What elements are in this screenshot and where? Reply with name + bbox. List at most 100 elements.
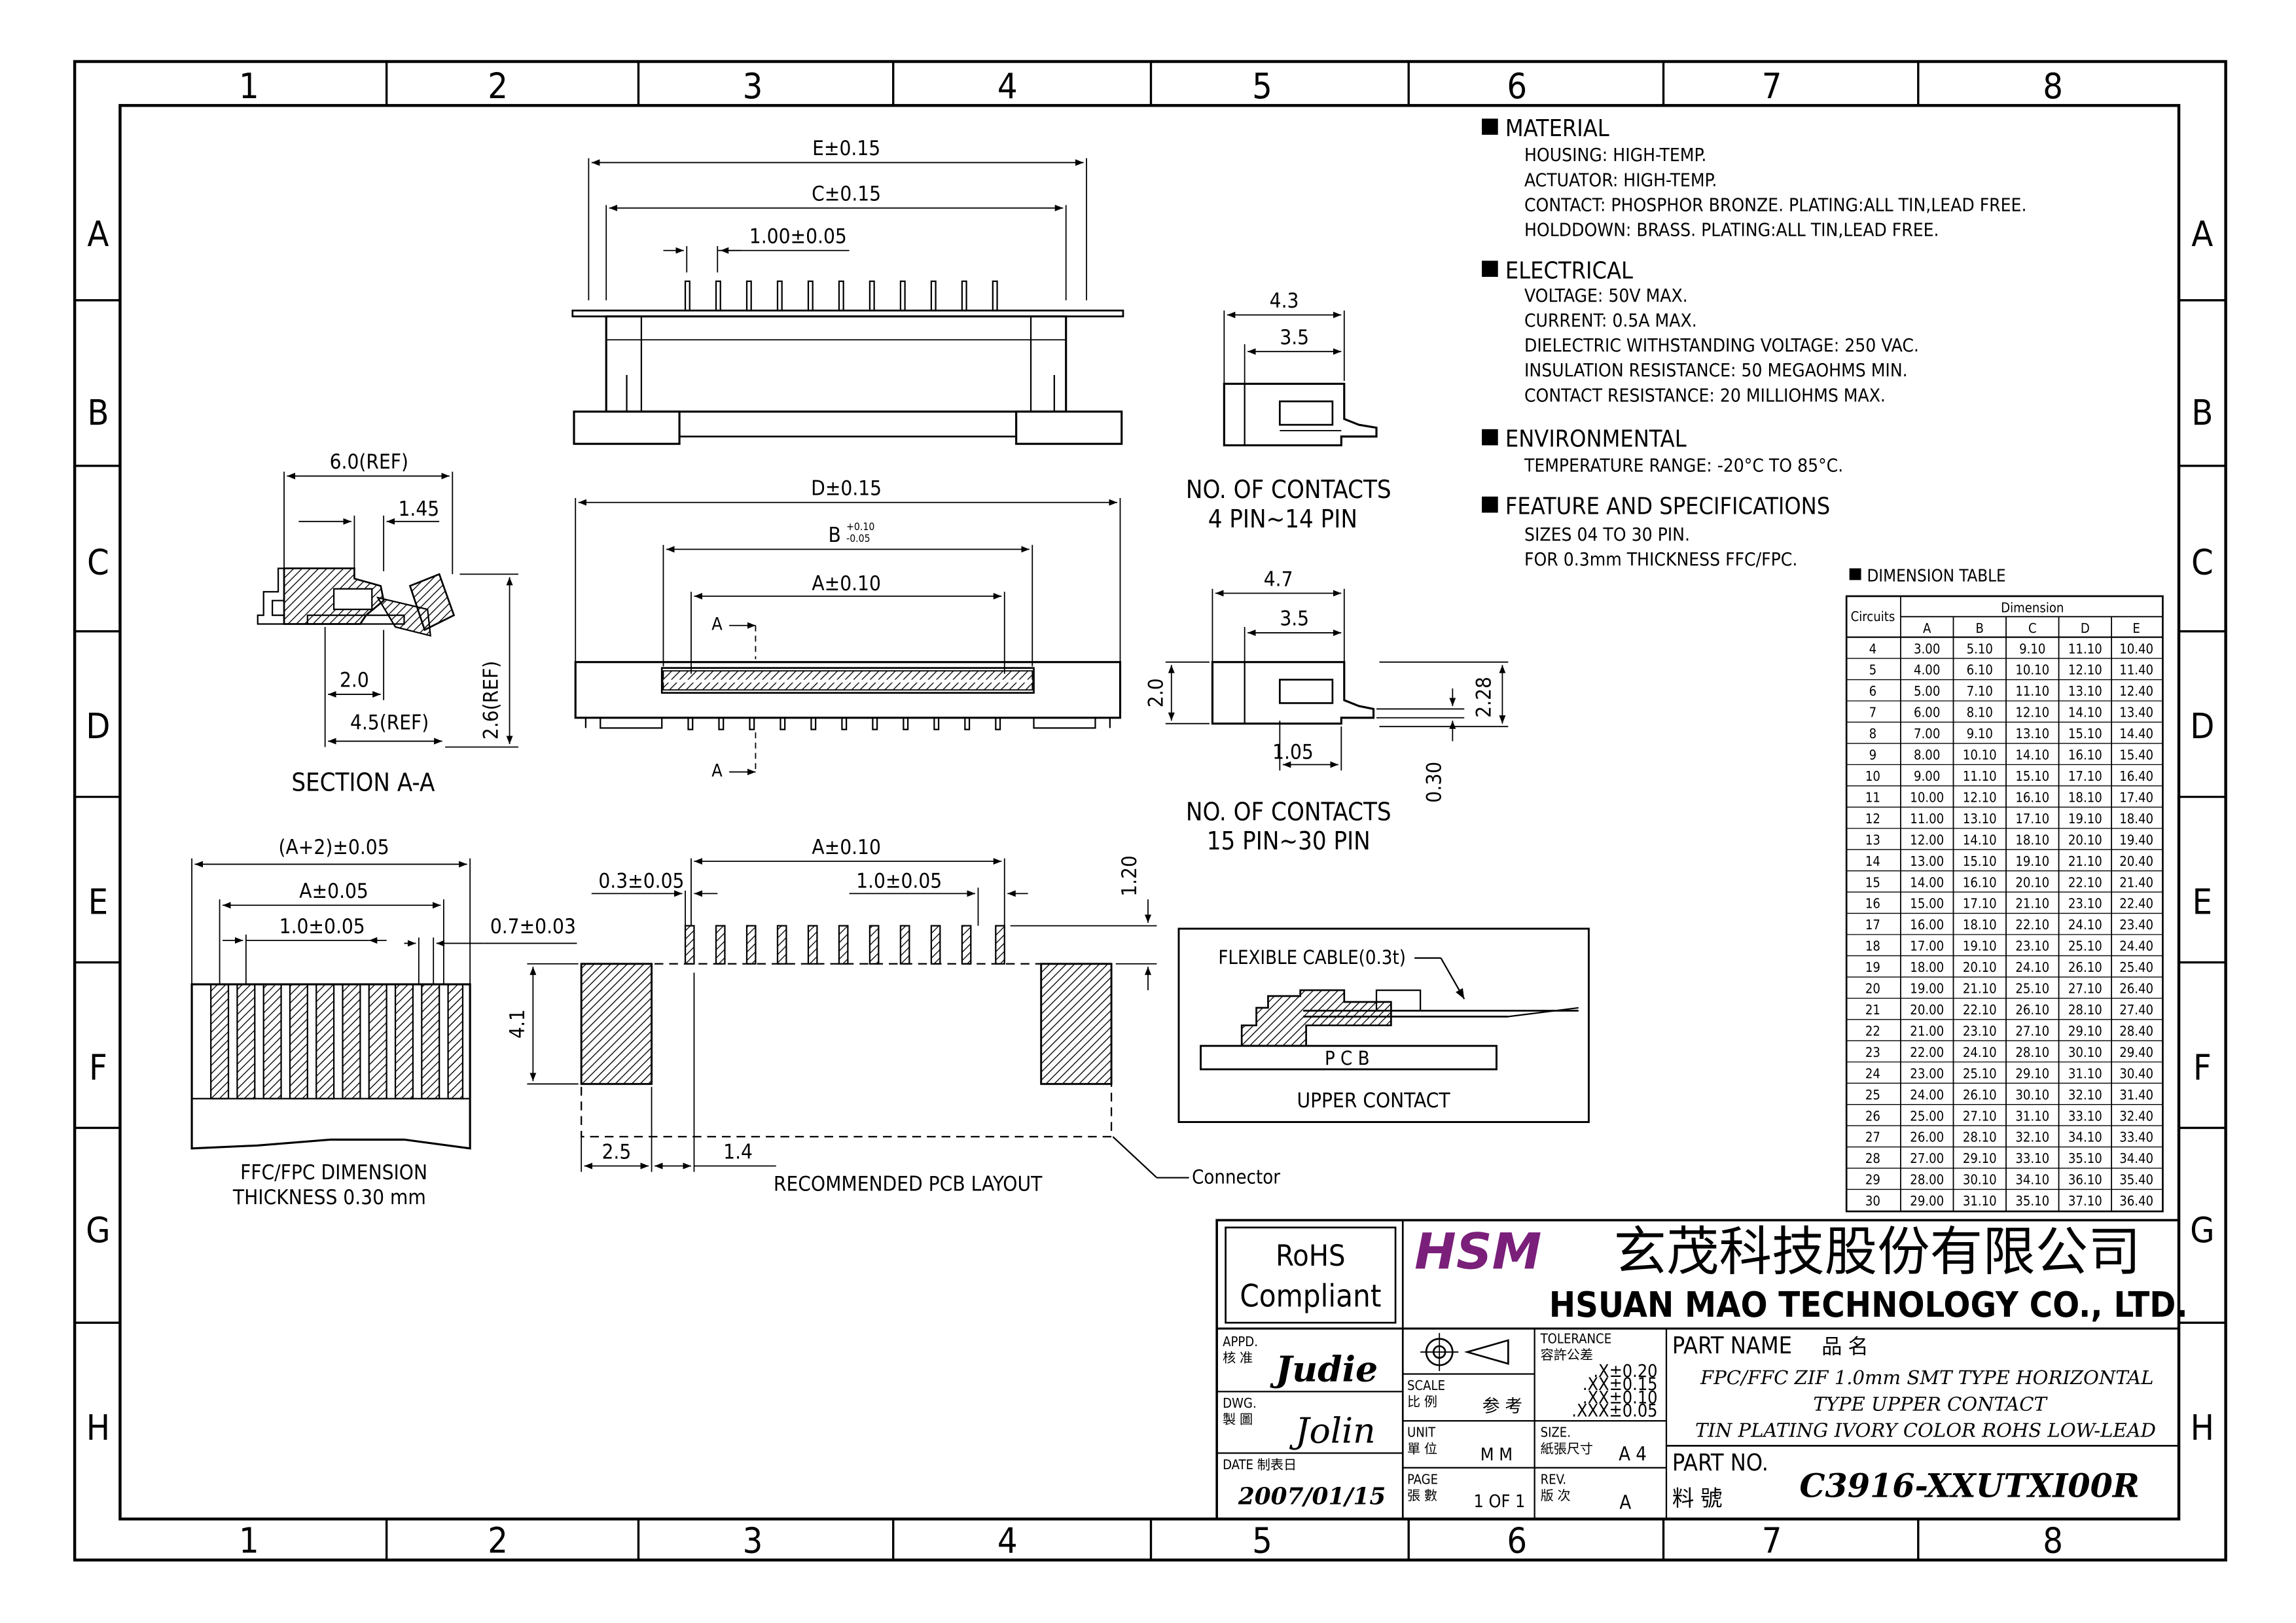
dim-1-45: 1.45 xyxy=(399,497,440,521)
dim-a-plus-2: (A+2)±0.05 xyxy=(279,836,389,859)
dimension-column-header: E xyxy=(2132,620,2140,636)
tolerance-line: .XX±0.10 xyxy=(1583,1387,1658,1408)
dim-b-plus: +0.10 xyxy=(846,520,874,533)
row-label-right: F xyxy=(2193,1047,2212,1088)
table-cell-dimension: 16.10 xyxy=(2015,789,2049,805)
table-cell-dimension: 5.00 xyxy=(1914,683,1940,699)
table-cell-circuits: 28 xyxy=(1865,1150,1880,1166)
table-cell-dimension: 18.10 xyxy=(2068,789,2102,805)
rohs-line-2: Compliant xyxy=(1240,1279,1381,1315)
table-cell-dimension: 17.10 xyxy=(2015,811,2049,827)
col-label-bottom: 1 xyxy=(239,1520,259,1561)
dwg-signature: Jolin xyxy=(1289,1410,1376,1452)
dim-0-3: 0.3±0.05 xyxy=(598,869,684,893)
table-cell-dimension: 13.10 xyxy=(1963,811,1997,827)
col-label-bottom: 3 xyxy=(743,1520,763,1561)
col-label-top: 4 xyxy=(997,65,1018,107)
dimension-table: DIMENSION TABLE Circuits Dimension A B C… xyxy=(1845,567,2164,1213)
scale-value: 参 考 xyxy=(1482,1397,1522,1417)
table-cell-dimension: 18.00 xyxy=(1910,959,1944,975)
table-cell-dimension: 25.10 xyxy=(2068,938,2102,954)
table-cell-dimension: 28.00 xyxy=(1910,1172,1944,1188)
table-cell-circuits: 4 xyxy=(1869,641,1877,656)
side-large-caption-2: 15 PIN~30 PIN xyxy=(1207,827,1371,855)
table-cell-dimension: 18.40 xyxy=(2119,811,2153,827)
table-cell-circuits: 7 xyxy=(1869,705,1877,721)
connector-label: Connector xyxy=(1192,1166,1280,1188)
table-cell-dimension: 12.10 xyxy=(1963,789,1997,805)
circuits-header: Circuits xyxy=(1851,609,1895,624)
table-cell-dimension: 29.40 xyxy=(2119,1044,2153,1060)
spec-features-line: SIZES 04 TO 30 PIN. xyxy=(1524,524,1690,545)
table-cell-dimension: 21.10 xyxy=(2068,853,2102,869)
table-cell-circuits: 29 xyxy=(1865,1172,1880,1188)
dim-a-front: A±0.10 xyxy=(812,572,881,596)
dim-pitch-top: 1.00±0.05 xyxy=(749,225,847,249)
table-cell-dimension: 17.10 xyxy=(2068,768,2102,784)
table-cell-dimension: 36.10 xyxy=(2068,1172,2102,1188)
table-cell-dimension: 30.10 xyxy=(2068,1044,2102,1060)
row-label-right: A xyxy=(2191,213,2213,255)
dim-2-6-ref: 2.6(REF) xyxy=(480,661,503,740)
table-cell-dimension: 23.10 xyxy=(2015,938,2049,954)
table-cell-dimension: 4.00 xyxy=(1914,662,1940,678)
table-cell-dimension: 24.10 xyxy=(2068,917,2102,933)
pcb-layout-caption: RECOMMENDED PCB LAYOUT xyxy=(774,1173,1043,1196)
table-cell-dimension: 20.10 xyxy=(2015,874,2049,890)
table-cell-dimension: 27.10 xyxy=(1963,1108,1997,1124)
table-cell-dimension: 31.10 xyxy=(2068,1065,2102,1081)
table-cell-dimension: 13.00 xyxy=(1910,853,1944,869)
col-label-top: 1 xyxy=(239,65,259,107)
title-block: RoHS Compliant HSM 玄茂科技股份有限公司 HSUAN MAO … xyxy=(1215,1219,2188,1520)
table-cell-dimension: 18.10 xyxy=(2015,832,2049,847)
unit-label: UNIT xyxy=(1407,1425,1436,1440)
dim-a-pcb: A±0.10 xyxy=(812,836,881,859)
col-label-top: 8 xyxy=(2043,65,2063,107)
table-cell-dimension: 16.00 xyxy=(1910,917,1944,933)
spec-electrical-title: ELECTRICAL xyxy=(1505,257,1633,284)
table-cell-dimension: 16.10 xyxy=(2068,747,2102,763)
table-cell-dimension: 9.00 xyxy=(1914,768,1940,784)
dimension-table-title: DIMENSION TABLE xyxy=(1867,567,2005,586)
row-label-left: A xyxy=(87,213,109,255)
unit-value: M M xyxy=(1480,1445,1513,1465)
dim-6-0-ref: 6.0(REF) xyxy=(330,450,408,474)
table-cell-dimension: 33.40 xyxy=(2119,1130,2153,1145)
table-cell-dimension: 22.00 xyxy=(1910,1044,1944,1060)
table-cell-dimension: 18.10 xyxy=(1963,917,1997,933)
table-cell-dimension: 31.40 xyxy=(2119,1087,2153,1103)
row-label-left: B xyxy=(87,392,109,433)
table-cell-circuits: 23 xyxy=(1865,1044,1880,1060)
spec-features-line: FOR 0.3mm THICKNESS FFC/FPC. xyxy=(1524,548,1797,570)
dimension-column-header: A xyxy=(1923,620,1931,636)
tolerance-label: TOLERANCE xyxy=(1540,1330,1612,1346)
table-cell-dimension: 12.00 xyxy=(1910,832,1944,847)
table-cell-dimension: 23.00 xyxy=(1910,1065,1944,1081)
table-cell-circuits: 15 xyxy=(1865,874,1880,890)
sheet-frame xyxy=(73,60,2227,1561)
table-cell-dimension: 6.00 xyxy=(1914,705,1940,721)
row-label-left: F xyxy=(89,1047,107,1088)
table-cell-dimension: 19.00 xyxy=(1910,981,1944,997)
side-view-small: 4.3 3.5 NO. OF CONTACTS 4 PIN~14 PIN xyxy=(1186,289,1391,533)
part-name-label: PART NAME xyxy=(1672,1332,1792,1359)
pcb-layout-view: A±0.10 0.3±0.05 1.0±0.05 1.20 4.1 2 xyxy=(506,836,1280,1196)
table-cell-circuits: 18 xyxy=(1865,938,1880,954)
dim-b-minus: -0.05 xyxy=(846,532,870,544)
table-cell-dimension: 11.10 xyxy=(1963,768,1997,784)
table-cell-dimension: 14.00 xyxy=(1910,874,1944,890)
table-cell-dimension: 35.10 xyxy=(2068,1150,2102,1166)
part-number: C3916-XXUTXI00R xyxy=(1799,1467,2139,1505)
col-label-top: 6 xyxy=(1507,65,1527,107)
table-cell-dimension: 10.00 xyxy=(1910,789,1944,805)
section-view: 6.0(REF) 1.45 2.6(REF) 2.0 4.5(REF) SECT… xyxy=(257,450,518,797)
page-label: PAGE xyxy=(1407,1471,1438,1487)
tolerance-line: .XXX±0.05 xyxy=(1571,1400,1657,1421)
table-cell-dimension: 30.10 xyxy=(2015,1087,2049,1103)
tolerance-line: .X±0.20 xyxy=(1593,1361,1657,1382)
table-cell-dimension: 27.00 xyxy=(1910,1150,1944,1166)
row-label-right: G xyxy=(2190,1209,2214,1251)
dim-1-4: 1.4 xyxy=(723,1140,753,1164)
dimension-column-header: C xyxy=(2028,620,2037,636)
